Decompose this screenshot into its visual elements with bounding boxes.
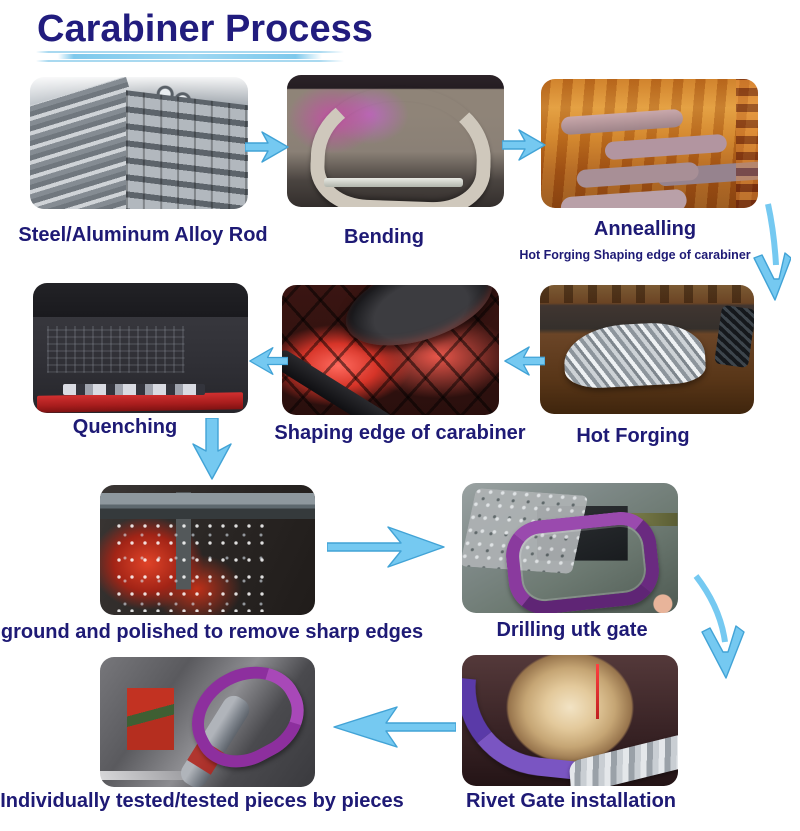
step-label-quenching: Quenching [72, 416, 178, 438]
underline-line [36, 51, 344, 53]
step-label-grinding: ground and polished to remove sharp edge… [0, 621, 424, 643]
arrow-annealling-to-hot-forging-icon [749, 201, 791, 303]
step-label-hot-forging: Hot Forging [576, 425, 690, 447]
arrow-steel-to-bending-icon [245, 129, 290, 165]
arrow-hot-forging-to-shaping-icon [503, 344, 545, 378]
edge-shaping-photo [282, 285, 499, 415]
steel-aluminum-rods-photo [30, 77, 248, 209]
arrow-rivet-to-testing-icon [328, 703, 456, 751]
annealing-furnace-photo [541, 79, 758, 208]
carabiner-bending-photo [287, 75, 504, 207]
arrow-quenching-to-grinding-icon [190, 418, 234, 481]
arrow-drilling-to-rivet-icon [686, 572, 752, 682]
rivet-gate-installation-photo [462, 655, 678, 786]
title-underline-decoration [36, 51, 344, 64]
step-label-bending: Bending [344, 226, 424, 248]
underline-line [36, 60, 344, 62]
individual-testing-photo [100, 657, 315, 787]
step-sublabel-annealling: Hot Forging Shaping edge of carabiner [519, 248, 751, 262]
step-label-steel-rod: Steel/Aluminum Alloy Rod [18, 224, 268, 246]
step-label-drilling: Drilling utk gate [496, 619, 648, 641]
step-label-shaping: Shaping edge of carabiner [274, 422, 526, 444]
step-label-rivet: Rivet Gate installation [465, 790, 677, 812]
grinding-polishing-photo [100, 485, 315, 615]
gate-drilling-photo [462, 483, 678, 613]
arrow-grinding-to-drilling-icon [327, 524, 447, 570]
underline-line [57, 54, 323, 59]
step-label-testing: Individually tested/tested pieces by pie… [0, 790, 404, 812]
quenching-machine-photo [33, 283, 248, 413]
forged-blanks-tray-photo [540, 285, 754, 414]
page-title: Carabiner Process [37, 8, 373, 50]
step-label-annealling: Annealling [593, 218, 697, 240]
arrow-bending-to-annealling-icon [502, 127, 547, 163]
arrow-shaping-to-quenching-icon [248, 344, 288, 378]
